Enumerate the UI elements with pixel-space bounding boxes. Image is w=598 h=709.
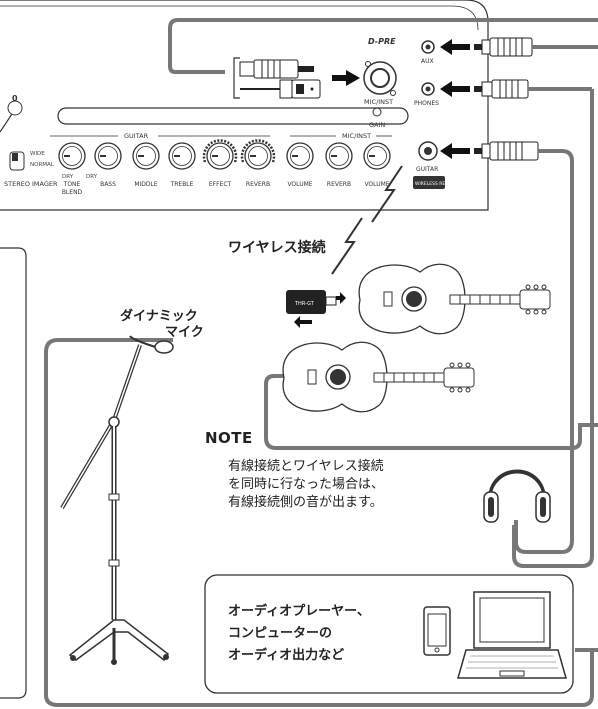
arrow-to-phones [440,81,470,97]
knob-volume-8: VOLUME [363,142,391,188]
knob-label: EFFECT [209,181,232,188]
arrow-to-aux [440,39,470,55]
plug-choice-bracket [233,57,240,99]
guitar-jack-label: GUITAR [416,166,438,173]
audio-source-line-1: オーディオプレーヤー、 [228,604,370,619]
display-slot [57,107,409,125]
knob-label: VOLUME [287,181,312,188]
tone-blend-left-end: DRY [62,174,74,180]
acoustic-guitar-cable [264,374,598,450]
switch-label-normal: NORMAL [30,162,55,168]
xlr-pin-1 [365,61,371,67]
guitar-section-label: GUITAR [124,132,149,140]
cable-bracket-top [168,18,598,74]
audio-source-line-2: コンピューターの [228,626,333,641]
arrow-to-guitar [440,143,470,159]
knob-effect-4: EFFECT [202,139,238,188]
arrow-transmitter-into-guitar [336,292,346,304]
mic-inst-jack-label: MIC/INST [364,98,393,106]
knob-label: REVERB [246,181,270,188]
knob-bass-1: BASS [94,142,122,188]
tone-blend-right-end: DRY [86,174,98,180]
knob-middle-2: MIDDLE [132,142,160,188]
smartphone-icon [423,606,451,656]
phones-plug [474,79,529,99]
headphone-cable [512,89,594,568]
wireless-signal-bolt-1 [371,165,403,223]
knob-treble-3: TREBLE [168,142,196,188]
dynamic-mic-label-line2: マイク [165,325,204,340]
knob-label: TREBLE [170,181,194,188]
stereo-imager-switch [9,151,25,171]
phones-label: PHONES [414,100,439,107]
knob-label: VOLUME [364,181,389,188]
guitar-cable [514,149,574,554]
wireless-connection-label: ワイヤレス接続 [228,240,326,256]
knob-label: MIDDLE [134,181,158,188]
dynamic-mic-label-line1: ダイナミック [120,309,198,324]
knob-reverb-5: REVERB [240,139,276,188]
amp-top-edge [0,5,479,31]
aux-jack-inner [425,44,431,50]
wireless-signal-bolt-2 [331,217,363,275]
arrow-transmitter-down [294,316,312,328]
mic-cable [44,338,594,707]
note-heading: NOTE [205,429,253,447]
knob-reverb-7: REVERB [325,142,353,188]
phones-jack-inner [425,86,431,92]
transmitter-plug [325,296,337,306]
wireless-ready-label: WIRELESS READY [415,181,455,187]
arrow-to-xlr [332,70,360,86]
microphone-stand [60,335,174,665]
gain-label: GAIN [369,121,385,129]
xlr-pin-2 [390,90,396,96]
stereo-imager-label: STEREO IMAGER [4,180,58,188]
guitar-plug [474,141,539,161]
power-lead [0,113,13,133]
guitar-jack-inner [424,147,432,155]
note-line-2: を同時に行なった場合は、 [228,477,385,492]
xlr-combo-jack-inner [370,68,390,88]
acoustic-guitar-wired [282,341,475,413]
note-line-1: 有線接続とワイヤレス接続 [228,459,384,474]
wireless-ready-badge [413,176,445,189]
knob-label: REVERB [327,181,351,188]
quarter-inch-plug [239,59,314,79]
transmitter-label: THR-GT [294,301,315,307]
switch-label-wide: WIDE [30,151,45,157]
power-switch-knob [7,100,23,116]
acoustic-guitar-wireless [358,263,551,335]
xlr-plug [240,79,321,99]
headphones [483,469,551,523]
knob-label: BASS [100,181,116,188]
mic-section-label: MIC/INST [342,132,371,140]
knob-label: TONE [63,181,81,188]
aux-label: AUX [421,58,434,65]
dpre-logo: D-PRE [368,37,396,46]
stereo-imager-lever [12,153,18,161]
aux-plug [474,37,533,57]
knob-volume-6: VOLUME [286,142,314,188]
note-line-3: 有線接続側の音が出ます。 [228,495,383,510]
laptop-icon [457,591,567,679]
xlr-combo-jack [363,61,397,95]
knob-label: BLEND [62,189,83,196]
power-mark-label: 0 [12,94,18,103]
gain-knob [372,107,382,117]
wireless-transmitter [286,290,326,314]
audio-source-line-3: オーディオ出力など [228,648,345,663]
left-frame-edge [0,247,27,699]
